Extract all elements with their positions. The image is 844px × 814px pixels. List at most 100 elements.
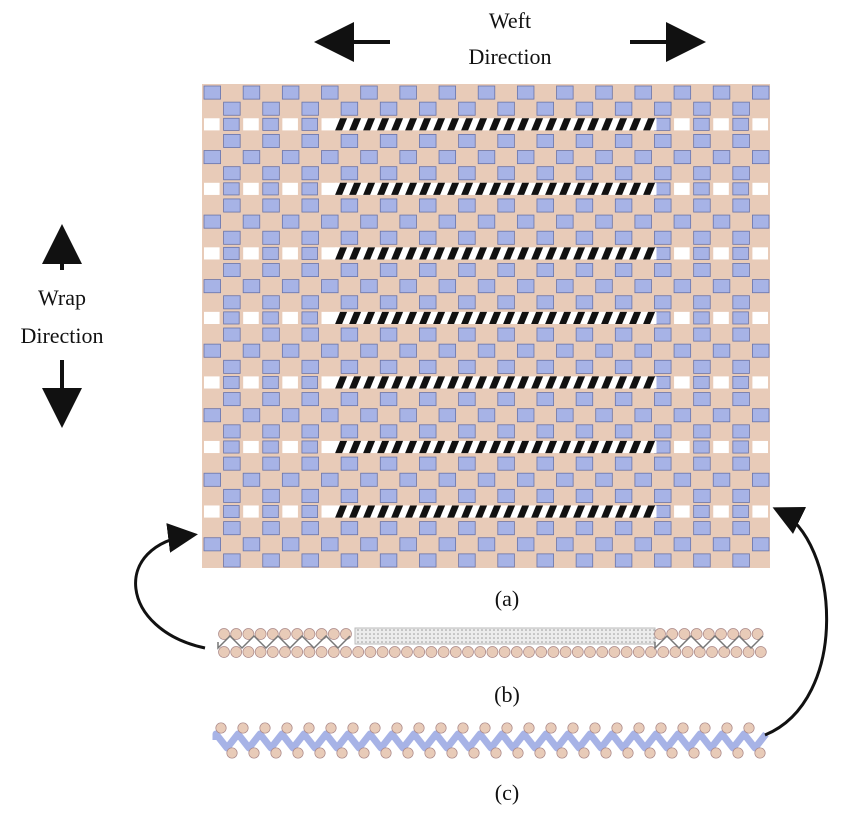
weft-cell [732,295,750,310]
weft-cell [301,246,318,260]
wrap-direction-indicator: Wrap Direction [20,224,104,428]
warp-yarn-section [523,722,535,734]
weft-cell [477,279,496,294]
weft-cell [497,553,515,568]
bias-stripe [573,376,586,389]
weft-cell [536,133,554,148]
bias-stripe [573,440,586,454]
weft-cell [419,359,437,374]
warp-yarn-section [242,628,255,640]
bias-stripe [475,440,488,454]
weft-cell [242,537,261,552]
weft-cell [399,408,417,423]
weft-cell [575,101,594,116]
weft-cell [732,424,750,439]
weft-cell [360,472,378,487]
gap-cell [204,440,220,454]
weft-cell [223,505,240,519]
warp-yarn-section [512,747,524,759]
weft-cell [477,537,496,552]
weft-cell [732,359,750,374]
weft-cell [614,521,633,536]
weft-cell [712,214,731,229]
bias-stripe [503,118,516,131]
gap-cell [282,182,298,195]
warp-yarn-section [611,722,623,734]
bias-stripe [447,182,460,195]
weft-cell [223,553,241,568]
weft-cell [536,327,554,342]
warp-yarn-section [742,646,755,658]
warp-yarn-section [303,722,315,734]
weft-cell [614,327,633,342]
weft-cell [536,456,554,471]
panel-a-caption: (a) [495,586,519,611]
weft-cell [516,85,535,100]
bias-stripe [587,247,600,260]
warp-yarn-section [702,628,715,640]
gap-cell [243,311,259,324]
bias-stripe [587,182,600,195]
weft-cell [536,521,554,536]
bias-stripe [447,118,460,131]
bias-stripe [601,311,614,324]
weft-cell [281,150,300,165]
weft-cell [321,150,339,165]
bias-stripe [335,311,348,324]
bias-stripe [559,118,572,131]
weft-cell [634,472,652,487]
gap-cell [243,505,259,518]
weft-cell [223,230,241,245]
gap-cell [243,182,259,195]
weft-cell [536,295,554,310]
gap-cell [674,311,690,324]
weft-cell [399,472,417,487]
bias-stripe [629,440,642,454]
weft-cell [321,537,339,552]
weft-cell [556,408,574,423]
warp-yarn-section [584,646,596,658]
gap-cell [243,440,259,454]
weft-cell [634,214,652,229]
weft-cell [693,521,711,536]
bias-stripe [517,311,530,324]
gap-cell [243,118,259,131]
weft-cell [438,150,457,165]
bias-stripe [349,440,362,454]
weft-cell [458,263,476,278]
weft-cell [673,408,692,423]
weft-cell [458,133,476,148]
warp-yarn-section [677,722,689,734]
bias-stripe [461,118,474,131]
weft-cell [301,263,319,278]
cross-section-c [212,722,769,759]
weft-cell [340,166,359,181]
weft-cell [654,359,672,374]
weft-cell [614,230,633,245]
bias-stripe [489,118,502,131]
bias-stripe [573,247,586,260]
warp-yarn-section [352,646,365,658]
warp-yarn-section [501,722,513,734]
weft-cell [281,279,300,294]
weft-cell [301,230,319,245]
warp-yarn-section [391,722,403,734]
warp-yarn-section [751,628,764,640]
weft-cell [419,488,437,503]
weft-cell [654,133,672,148]
weft-cell [419,198,437,213]
weft-cell [732,375,749,389]
weft-cell [614,198,633,213]
weft-cell [399,279,417,294]
weft-cell [262,327,280,342]
weft-cell [536,359,554,374]
weft-cell [242,85,261,100]
weft-cell [477,85,496,100]
bias-stripe [643,247,656,260]
weft-cell [497,198,515,213]
weft-cell [732,327,750,342]
weft-cell [301,166,319,181]
weft-cell [340,521,359,536]
bias-stripe [363,440,376,454]
weft-cell [556,279,574,294]
